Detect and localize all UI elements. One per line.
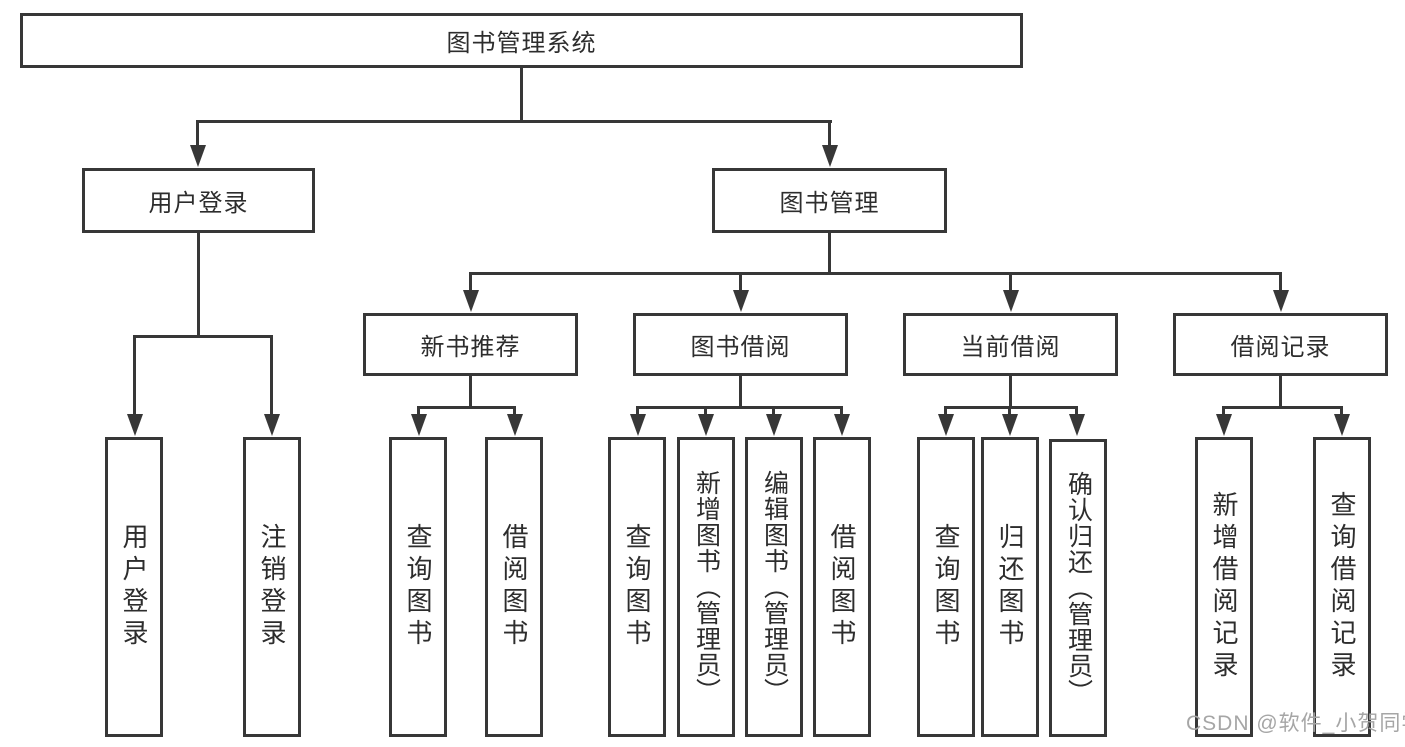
leaf-label: 新增借阅记录 (1209, 491, 1239, 683)
leaf-label: 注销登录 (257, 523, 287, 651)
node-label: 借阅记录 (1230, 334, 1331, 361)
leaf-add-borrow-record: 新增借阅记录 (1195, 437, 1253, 737)
leaf-label: 归还图书 (995, 523, 1025, 651)
leaf-query-books-current: 查询图书 (917, 437, 975, 737)
arrow-to-leaf (704, 406, 707, 415)
arrow-to-new-book-recommend (469, 272, 472, 291)
leaf-label: 新增图书（管理员） (692, 470, 721, 704)
arrow-to-user-login (196, 120, 199, 146)
connector-new-book-crossbar (417, 406, 516, 409)
arrow-to-leaf (513, 406, 516, 415)
connector-book-management-stem (828, 233, 831, 274)
arrow-to-leaf (417, 406, 420, 415)
arrow-to-leaf-logout (270, 335, 273, 415)
arrow-to-book-borrowing (739, 272, 742, 291)
node-borrowing-records: 借阅记录 (1173, 313, 1388, 376)
node-book-management: 图书管理 (712, 168, 947, 233)
connector-book-borrowing-crossbar (636, 406, 843, 409)
arrow-to-leaf (944, 406, 947, 415)
leaf-borrow-books: 借阅图书 (813, 437, 871, 737)
node-label: 图书借阅 (690, 334, 791, 361)
leaf-query-borrow-record: 查询借阅记录 (1313, 437, 1371, 737)
arrow-to-leaf (1340, 406, 1343, 415)
arrow-to-leaf (636, 406, 639, 415)
connector-user-login-crossbar (133, 335, 273, 338)
arrow-to-leaf-user-login (133, 335, 136, 415)
arrow-to-current-borrowing (1009, 272, 1012, 291)
connector-root-stem (520, 68, 523, 121)
leaf-user-login: 用户登录 (105, 437, 163, 737)
leaf-label: 借阅图书 (827, 523, 857, 651)
leaf-return-books: 归还图书 (981, 437, 1039, 737)
leaf-label: 确认归还（管理员） (1064, 471, 1093, 705)
leaf-confirm-return-admin: 确认归还（管理员） (1049, 439, 1107, 737)
arrow-to-leaf (1008, 406, 1011, 415)
connector-borrowing-records-crossbar (1223, 406, 1342, 409)
node-library-management-system: 图书管理系统 (20, 13, 1023, 68)
node-current-borrowing: 当前借阅 (903, 313, 1118, 376)
arrow-to-leaf (772, 406, 775, 415)
connector-current-borrowing-stem (1009, 376, 1012, 408)
leaf-label: 编辑图书（管理员） (760, 470, 789, 704)
leaf-add-books-admin: 新增图书（管理员） (677, 437, 735, 737)
node-label: 新书推荐 (420, 334, 521, 361)
connector-root-crossbar (197, 120, 832, 123)
leaf-borrow-books-recommend: 借阅图书 (485, 437, 543, 737)
connector-borrowing-records-stem (1279, 376, 1282, 408)
leaf-logout-login: 注销登录 (243, 437, 301, 737)
node-user-login: 用户登录 (82, 168, 315, 233)
csdn-watermark: CSDN @软件_小贺同学 (1186, 712, 1405, 735)
connector-current-borrowing-crossbar (945, 406, 1078, 409)
node-label: 图书管理系统 (446, 30, 597, 57)
leaf-query-books-recommend: 查询图书 (389, 437, 447, 737)
connector-new-book-stem (469, 376, 472, 408)
node-label: 图书管理 (779, 190, 880, 217)
node-label: 当前借阅 (960, 334, 1061, 361)
arrow-to-borrowing-records (1279, 272, 1282, 291)
node-label: 用户登录 (148, 190, 249, 217)
leaf-label: 查询借阅记录 (1327, 491, 1357, 683)
leaf-label: 借阅图书 (499, 523, 529, 651)
leaf-label: 用户登录 (119, 523, 149, 651)
leaf-edit-books-admin: 编辑图书（管理员） (745, 437, 803, 737)
node-new-book-recommend: 新书推荐 (363, 313, 578, 376)
arrow-to-leaf (1222, 406, 1225, 415)
arrow-to-leaf (840, 406, 843, 415)
arrow-to-leaf (1075, 406, 1078, 415)
connector-book-borrowing-stem (739, 376, 742, 408)
node-book-borrowing: 图书借阅 (633, 313, 848, 376)
connector-book-management-crossbar (470, 272, 1281, 275)
leaf-label: 查询图书 (403, 523, 433, 651)
leaf-label: 查询图书 (622, 523, 652, 651)
leaf-query-books-borrowing: 查询图书 (608, 437, 666, 737)
arrow-to-book-management (828, 120, 831, 146)
leaf-label: 查询图书 (931, 523, 961, 651)
connector-user-login-stem (197, 233, 200, 337)
